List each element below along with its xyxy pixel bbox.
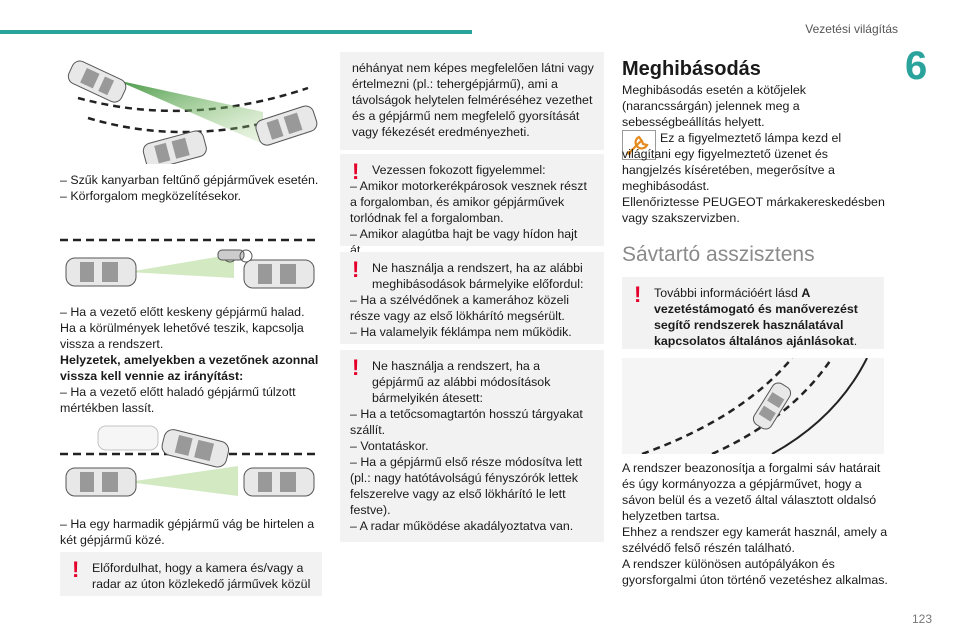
paragraph: Ellenőriztesse PEUGEOT márkakereskedésbe… xyxy=(622,195,885,225)
warning-icon: ! xyxy=(352,257,360,282)
chapter-number: 6 xyxy=(905,44,928,88)
warning-text: Vezessen fokozott figyelemmel: xyxy=(372,163,546,177)
warning-icon: ! xyxy=(352,355,360,380)
paragraph: A rendszer beazonosítja a forgalmi sáv h… xyxy=(622,461,881,523)
heading-lane-assist: Sávtartó asszisztens xyxy=(622,243,815,266)
warning-lamp-icon xyxy=(622,130,656,160)
page-number: 123 xyxy=(912,612,933,626)
fault-warning-text: Ez a figyelmeztető lámpa kezd el világít… xyxy=(622,130,890,226)
paragraph: – Ha a vezető előtt haladó gépjármű túlz… xyxy=(60,385,296,415)
warning-text: néhányat nem képes megfelelően látni vag… xyxy=(352,61,594,139)
paragraph: A rendszer különösen autópályákon és gyo… xyxy=(622,557,888,587)
list-item: – Körforgalom megközelítésekor. xyxy=(60,189,242,203)
paragraph: – Ha a vezető előtt keskeny gépjármű hal… xyxy=(60,305,305,351)
warning-text: – A radar működése akadályoztatva van. xyxy=(350,519,574,533)
info-text-post: . xyxy=(853,334,858,348)
fault-paragraph: Meghibásodás esetén a kötőjelek (narancs… xyxy=(622,82,890,130)
paragraph: Meghibásodás esetén a kötőjelek (narancs… xyxy=(622,83,806,129)
warning-text: Ne használja a rendszert, ha a gépjármű … xyxy=(372,359,551,405)
warning-icon: ! xyxy=(72,557,80,582)
warning-text: – Amikor motorkerékpárosok vesznek részt… xyxy=(350,179,587,225)
info-text: További információért lásd A vezetéstámo… xyxy=(632,285,874,349)
warning-box: ! Ne használja a rendszert, ha az alábbi… xyxy=(340,252,604,344)
paragraph: Ez a figyelmeztető lámpa kezd el világít… xyxy=(622,131,842,193)
cut-in-illustration xyxy=(60,425,320,497)
column-1-text: – Ha a vezető előtt keskeny gépjármű hal… xyxy=(60,304,322,416)
header-accent-bar xyxy=(0,30,472,34)
warning-box: ! Előfordulhat, hogy a kamera és/vagy a … xyxy=(60,552,322,596)
info-text-bold: A vezetéstámogató és manőverezést segítő… xyxy=(654,286,858,348)
warning-text: – Ha a gépjármű első része módosítva let… xyxy=(350,455,583,517)
column-1-list: – Szűk kanyarban feltűnő gépjárművek ese… xyxy=(60,172,322,204)
warning-text: Előfordulhat, hogy a kamera és/vagy a ra… xyxy=(92,561,311,591)
warning-box: ! Vezessen fokozott figyelemmel: – Amiko… xyxy=(340,154,604,257)
warning-icon: ! xyxy=(352,159,360,184)
list-item: – Szűk kanyarban feltűnő gépjárművek ese… xyxy=(60,173,319,187)
column-1-text-2: – Ha egy harmadik gépjármű vág be hirtel… xyxy=(60,516,322,548)
paragraph: Ehhez a rendszer egy kamerát használ, am… xyxy=(622,525,888,555)
bold-heading: Helyzetek, amelyekben a vezetőnek azonna… xyxy=(60,353,319,383)
info-text-pre: További információért lásd xyxy=(654,286,802,300)
section-title: Vezetési világítás xyxy=(805,22,898,36)
curve-illustration xyxy=(67,60,318,164)
warning-text: – Ha a szélvédőnek a kamerához közeli ré… xyxy=(350,293,570,323)
warning-text: – Ha valamelyik féklámpa nem működik. xyxy=(350,325,572,339)
warning-box-continued: néhányat nem képes megfelelően látni vag… xyxy=(340,52,604,150)
lane-description: A rendszer beazonosítja a forgalmi sáv h… xyxy=(622,460,890,588)
warning-text: – Ha a tetőcsomagtartón hosszú tárgyakat… xyxy=(350,407,583,437)
lane-keeping-illustration xyxy=(622,358,884,454)
info-box: ! További információért lásd A vezetéstá… xyxy=(622,277,884,349)
paragraph: – Ha egy harmadik gépjármű vág be hirtel… xyxy=(60,517,315,547)
warning-text: Ne használja a rendszert, ha az alábbi m… xyxy=(372,261,584,291)
warning-text: – Vontatáskor. xyxy=(350,439,429,453)
narrow-vehicle-illustration xyxy=(60,238,320,289)
warning-icon: ! xyxy=(634,282,642,307)
heading-fault: Meghibásodás xyxy=(622,58,761,80)
warning-box: ! Ne használja a rendszert, ha a gépjárm… xyxy=(340,350,604,542)
